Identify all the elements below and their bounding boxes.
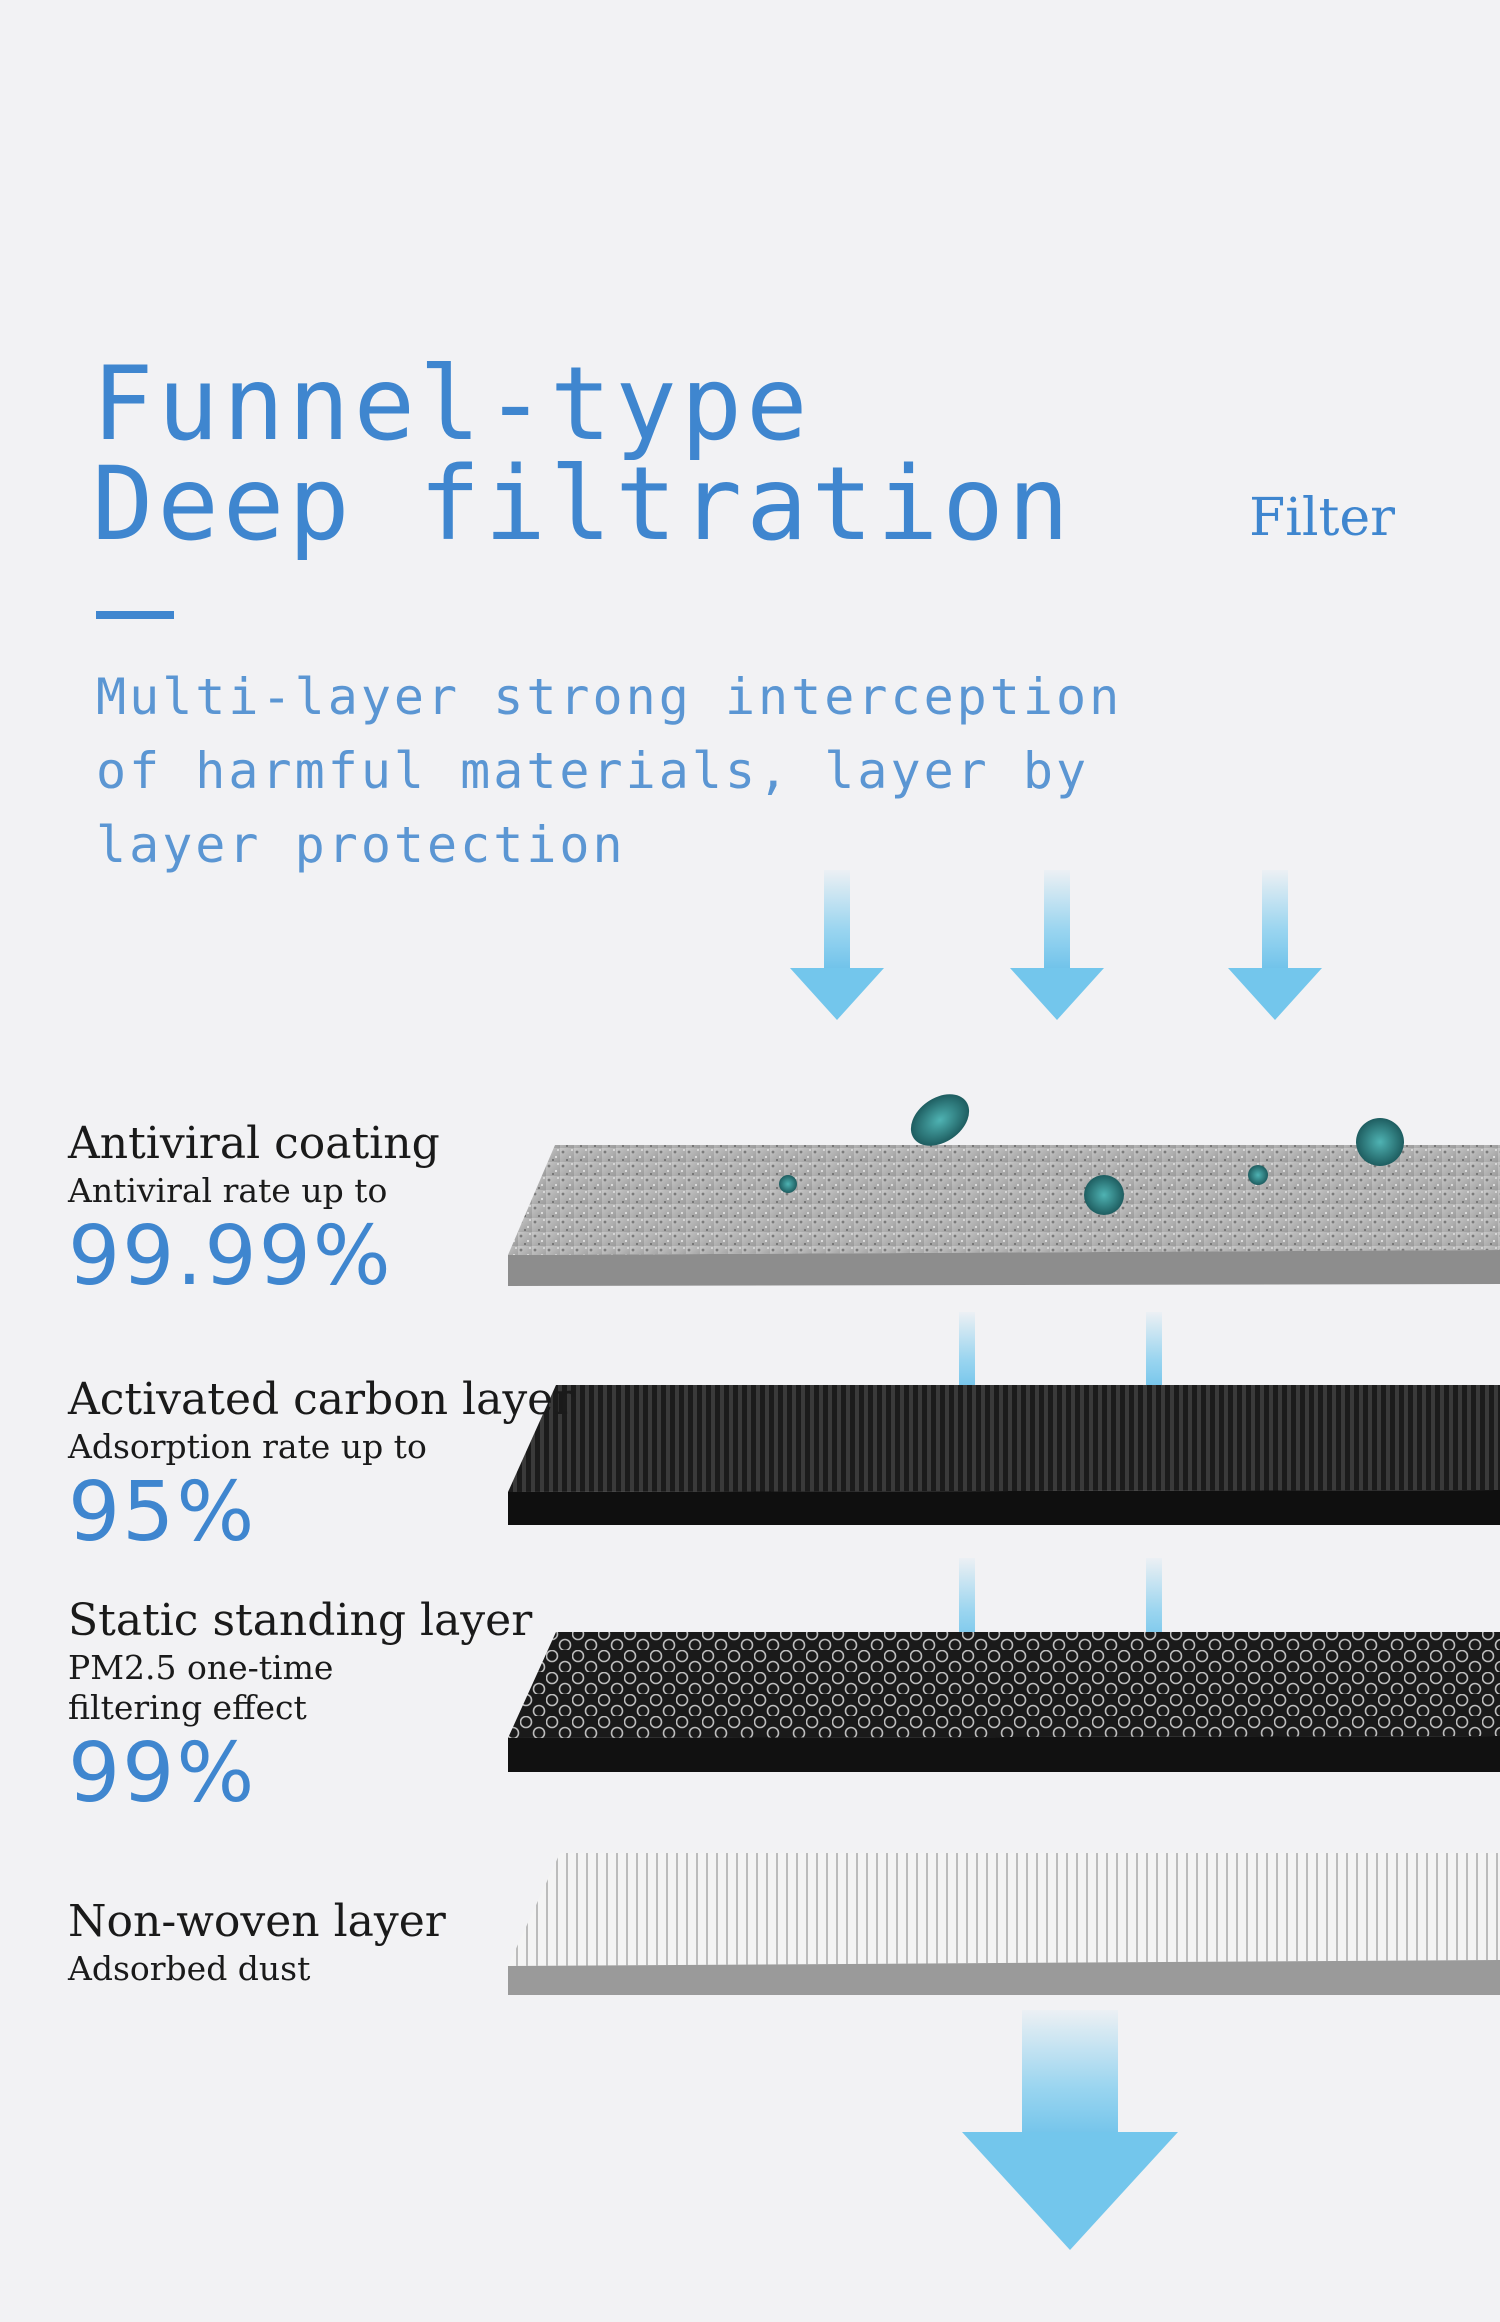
layer-name: Non-woven layer [68,1896,446,1947]
nonwoven-layer-panel [508,1853,1500,1995]
layer-carbon: Activated carbon layer Adsorption rate u… [68,1373,574,1559]
title-line-2: Deep filtration [92,445,1074,564]
layer-name: Activated carbon layer [68,1374,575,1425]
subtitle-line-2: of harmful materials, layer by [96,742,1090,800]
title-divider [96,611,174,619]
layer-description: Adsorption rate up to [68,1427,427,1466]
layer-description: Adsorbed dust [68,1949,311,1988]
static-layer-panel [508,1632,1500,1772]
layer-description: PM2.5 one-time [68,1648,334,1687]
layer-name: Static standing layer [68,1595,533,1646]
virus-particles [779,1094,1404,1215]
layer-description-2: filtering effect [68,1688,307,1727]
layer-value: 95% [68,1465,257,1560]
title-line-1: Funnel-type [92,345,812,464]
top-arrows [790,870,1322,1020]
filter-label: Filter [1249,488,1395,548]
layer-nonwoven: Non-woven layer Adsorbed dust [68,1895,446,1989]
arrow-icon [1228,870,1322,1020]
layer-name: Antiviral coating [68,1118,440,1169]
subtitle-line-3: layer protection [96,816,626,874]
layer-static: Static standing layer PM2.5 one-time fil… [68,1594,532,1820]
layer-description: Antiviral rate up to [68,1171,388,1210]
arrow-icon [790,870,884,1020]
subtitle-line-1: Multi-layer strong interception [96,668,1123,726]
carbon-layer-panel [508,1385,1500,1525]
arrow-icon [1010,870,1104,1020]
layer-antiviral: Antiviral coating Antiviral rate up to 9… [68,1117,440,1303]
layer-value: 99% [68,1726,257,1821]
subtitle: Multi-layer strong interception of harmf… [96,660,1196,882]
antiviral-layer-panel [508,1094,1500,1286]
layer-value: 99.99% [68,1209,393,1304]
page-title: Funnel-type Deep filtration [92,345,1074,564]
bottom-arrow-icon [962,2010,1178,2250]
